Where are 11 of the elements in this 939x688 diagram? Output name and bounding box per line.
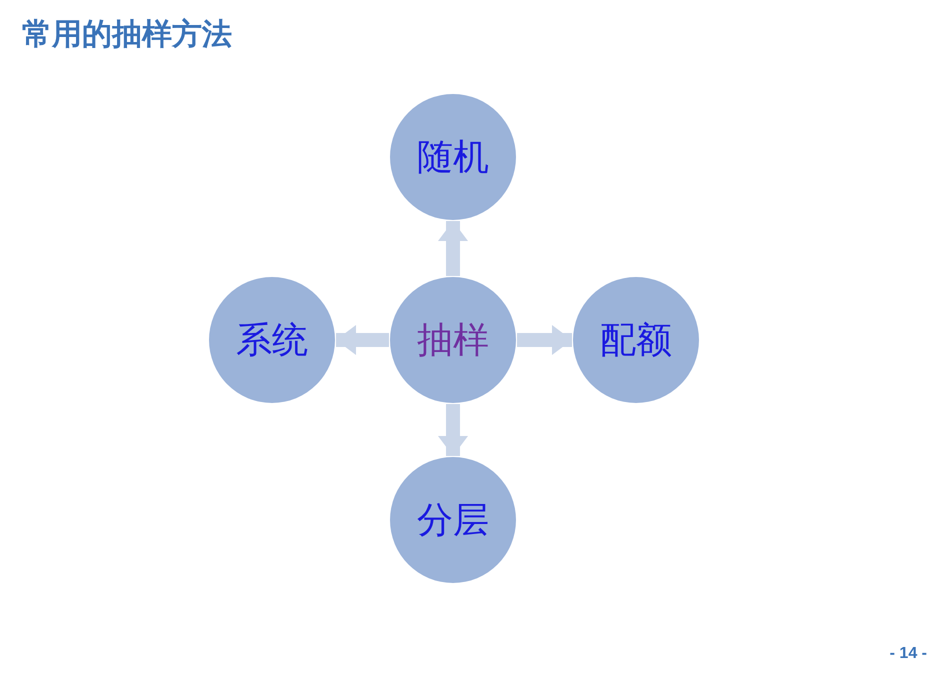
node-label: 系统 bbox=[236, 318, 308, 362]
page-number: - 14 - bbox=[890, 645, 927, 663]
arrow bbox=[438, 221, 468, 276]
arrow bbox=[336, 325, 389, 355]
node-label: 随机 bbox=[417, 136, 489, 180]
arrow bbox=[517, 325, 572, 355]
node-label: 抽样 bbox=[417, 318, 489, 362]
node-label: 分层 bbox=[417, 498, 489, 542]
arrow bbox=[438, 404, 468, 456]
title: 常用的抽样方法 bbox=[22, 16, 232, 54]
node-label: 配额 bbox=[600, 318, 672, 362]
